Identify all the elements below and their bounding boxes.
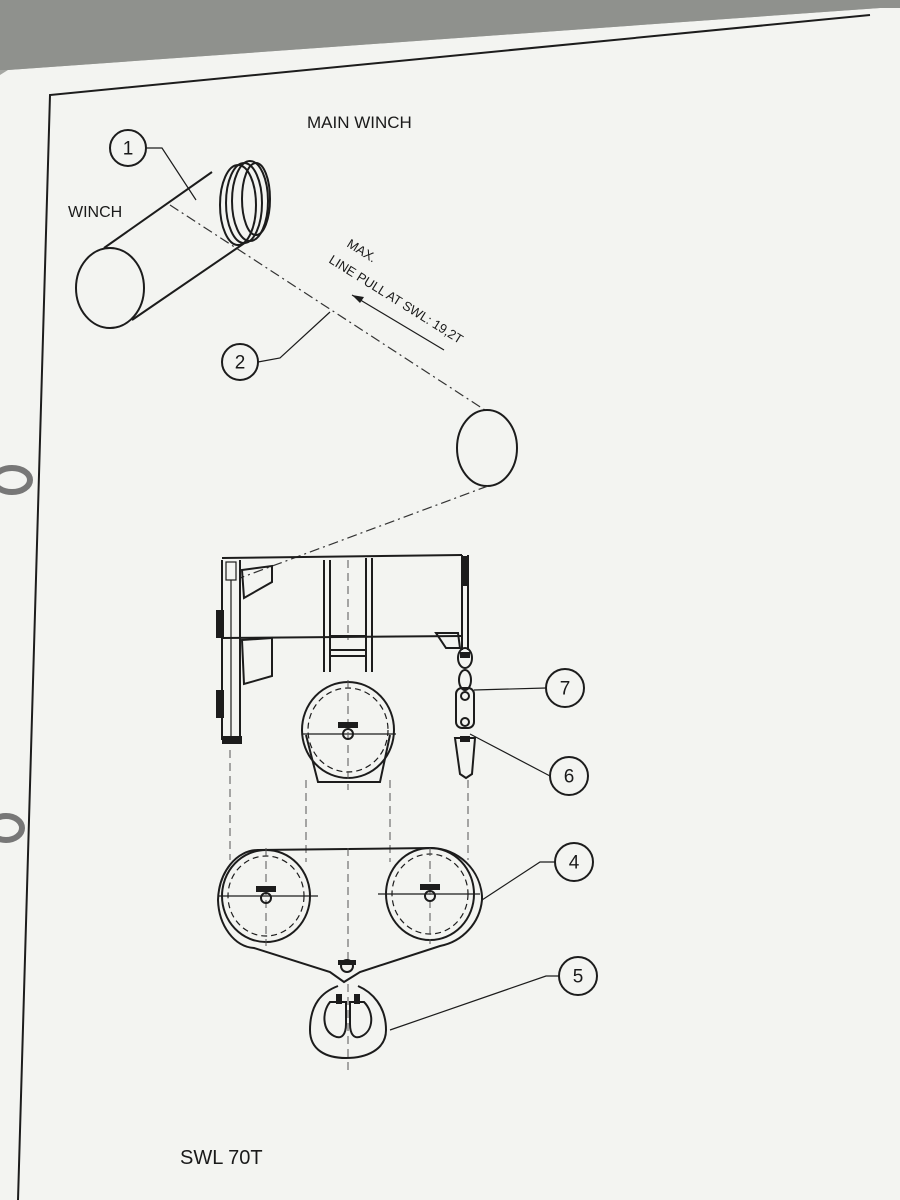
upper-frame	[216, 554, 469, 744]
callout-4: 4	[481, 842, 594, 901]
chain-shackle	[453, 647, 477, 780]
binder-ring-icon	[0, 465, 33, 495]
line-pull-arrow	[351, 294, 445, 351]
paper-shadow	[0, 0, 900, 70]
hook	[308, 984, 388, 1074]
swl-label: SWL 70T	[180, 1147, 263, 1169]
wire-rope	[169, 204, 489, 413]
binder-ring-icon	[0, 813, 25, 843]
callout-5: 5	[389, 956, 598, 1031]
svg-text:7: 7	[560, 679, 571, 700]
callout-2: 2	[221, 311, 331, 381]
lower-block	[216, 846, 483, 984]
drawing-border	[17, 14, 871, 1200]
paper-sheet	[0, 8, 900, 1200]
svg-text:6: 6	[564, 767, 575, 788]
winch-label: WINCH	[68, 204, 122, 221]
svg-text:5: 5	[573, 967, 584, 988]
wire-rope-lower	[239, 485, 489, 579]
winch-drum	[75, 160, 271, 329]
svg-text:4: 4	[569, 853, 580, 874]
diagram-title: MAIN WINCH	[307, 113, 412, 132]
callout-6: 6	[469, 733, 589, 796]
callout-7: 7	[473, 668, 585, 708]
svg-text:1: 1	[123, 139, 134, 160]
callout-1: 1	[109, 129, 197, 201]
svg-text:2: 2	[235, 353, 246, 374]
upper-sheave	[301, 680, 396, 790]
